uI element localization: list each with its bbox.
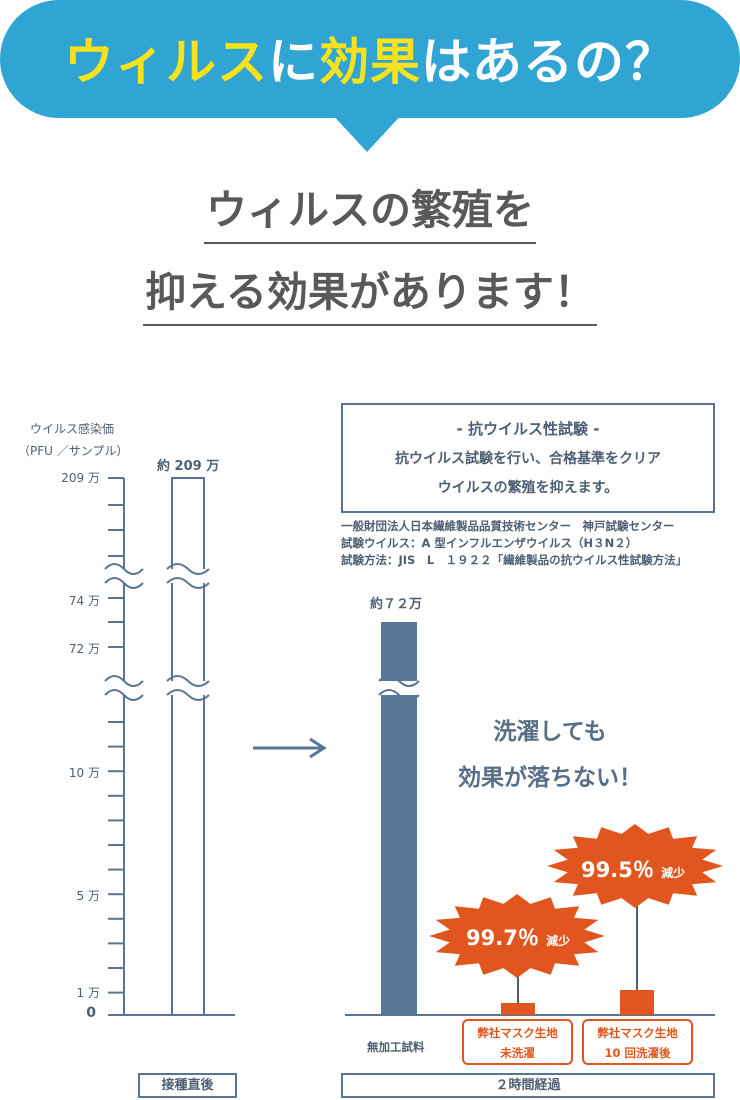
headline-line1: ウィルスの繁殖を [0,176,740,244]
axis-break-line [104,675,144,687]
bar-washed10 [620,990,654,1015]
headline-line2: 抑える効果があります！ [0,258,740,326]
tick-label-72: 72 万 [68,642,100,656]
axis-break-line [104,689,144,701]
source-org: 一般財団法人日本繊維製品品質技術センター 神戸試験センター [341,519,675,533]
bar-before [171,477,205,1016]
test-title: - 抗ウイルス性試験 - [456,420,600,438]
axis-break-gap [379,681,419,695]
tick-label-0: 0 [86,1005,96,1021]
axis-break-line [378,675,420,687]
axis-break-line [166,689,210,701]
tick-label-1: 1 万 [76,986,100,1000]
axis-break-line [104,577,144,589]
category-unwashed: 弊社マスク生地未洗濯 [462,1019,573,1065]
tick-label-74: 74 万 [68,594,100,608]
header-banner [0,0,740,118]
y-axis [108,477,125,1015]
banner-title: ウィルスに効果はあるの？ [64,33,676,91]
axis-breaks [104,563,420,701]
test-info-box: - 抗ウイルス性試験 - 抗ウイルス試験を行い、合格基準をクリア ウイルスの繁殖… [341,403,715,513]
message-line1: 洗濯しても [493,719,607,745]
burst2-label: 99.5％ 減少 [581,858,686,882]
axis-break-line [166,577,210,589]
axis-break-gap [105,569,143,583]
burst1-label: 99.7％ 減少 [466,926,571,950]
group-label-after: ２時間経過 [341,1073,715,1098]
test-line1: 抗ウイルス試験を行い、合格基準をクリア [395,451,661,467]
burst1-shape [429,894,605,978]
banner-pointer [330,112,404,152]
source-virus: 試験ウイルス：A 型インフルエンザウイルス（H３N２） [341,536,638,550]
arrow [253,737,327,759]
tick-label-5: 5 万 [76,889,100,903]
message-line2: 効果が落ちない！ [458,765,642,791]
axis-unit: （PFU ／サンプル） [18,444,129,458]
axis-break-line [166,675,210,687]
tick-label-10: 10 万 [68,766,100,780]
axis-break-gap [105,681,143,695]
axis-break-line [166,563,210,575]
axis-break-line [378,689,420,701]
axis-break-line [104,563,144,575]
before-value-label: 約 209 万 [157,459,220,474]
tick-label-209: 209 万 [61,471,100,485]
bar-unwashed [501,1003,535,1015]
burst2-shape [547,824,723,908]
group-label-before: 接種直後 [138,1073,237,1098]
axis-break-gap [167,569,209,583]
after-value-label: 約７２万 [370,597,423,612]
category-untreated: 無加工試料 [367,1040,425,1054]
axis-break-gap [167,681,209,695]
test-line2: ウイルスの繁殖を抑えます。 [437,480,619,496]
axis-title: ウイルス感染価 [30,422,115,436]
source-method: 試験方法：JIS L １９２２「繊維製品の抗ウイルス性試験方法」 [341,553,688,567]
